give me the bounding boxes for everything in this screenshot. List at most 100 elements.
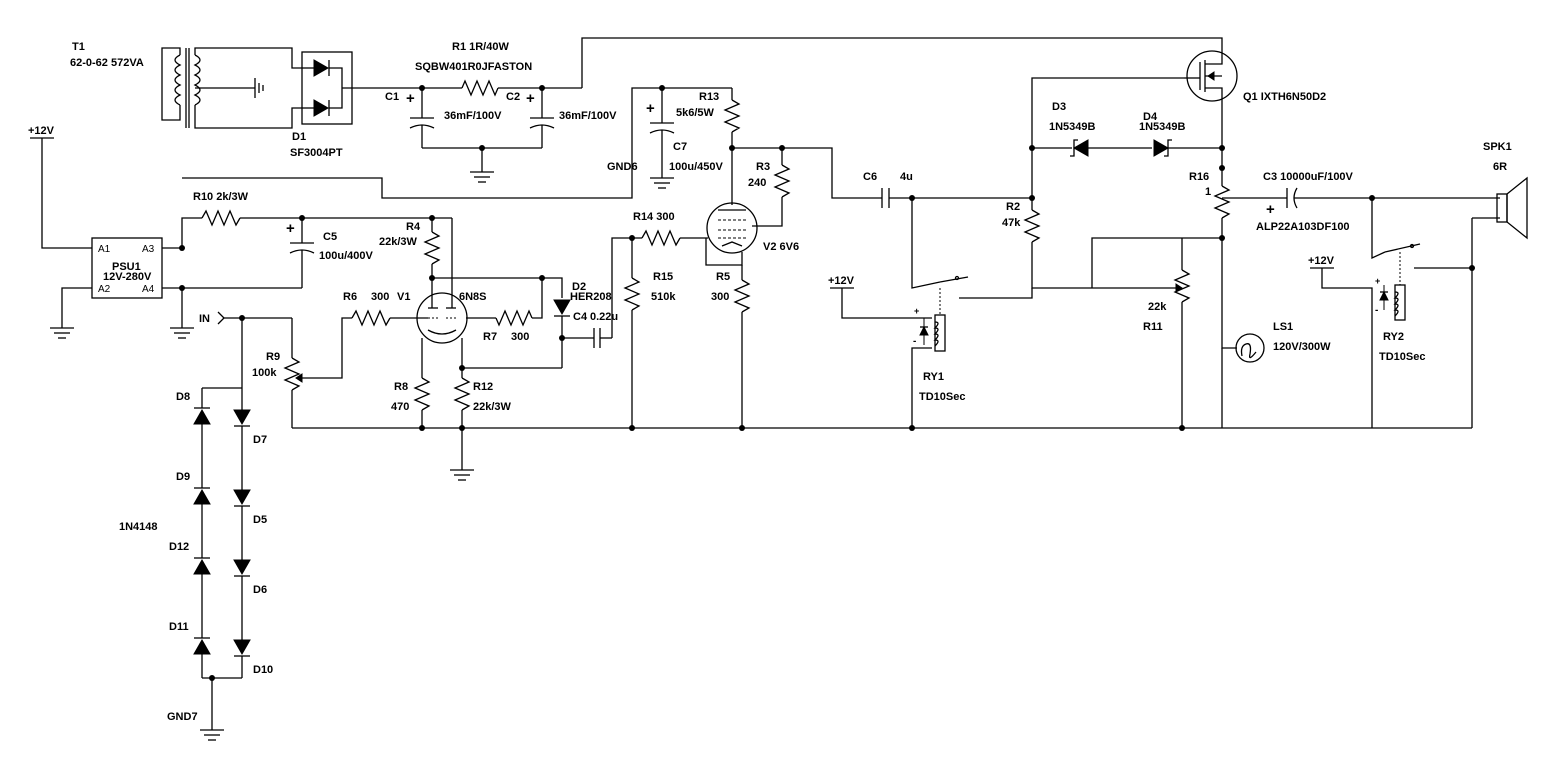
r4-ref: R4: [406, 221, 421, 233]
r7-ref: R7: [483, 331, 497, 343]
relay-ry1: [830, 287, 946, 431]
gnd7-label: GND7: [167, 711, 198, 723]
r14-label: R14 300: [633, 211, 675, 223]
ry2-ref: RY2: [1383, 331, 1404, 343]
c4-value: 0.22u: [590, 311, 618, 323]
psu1-value: 12V-280V: [103, 271, 152, 283]
c3-plus: +: [1266, 201, 1275, 218]
r9-value: 100k: [252, 367, 277, 379]
r8-r12: [413, 377, 474, 481]
psu1-ref: PSU1: [112, 261, 141, 273]
d8-ref: D8: [176, 391, 190, 403]
c7-r13: [631, 85, 785, 205]
v1-value: 6N8S: [459, 291, 487, 303]
c2-plus: +: [526, 90, 535, 107]
tube-v2: [705, 202, 758, 431]
d11-ref: D11: [169, 621, 189, 633]
q1-label: Q1 IXTH6N50D2: [1243, 91, 1326, 103]
r8-value: 470: [391, 401, 409, 413]
ry1-plus: +: [914, 306, 919, 316]
r1-label: R1 1R/40W: [452, 41, 509, 53]
ry1-value: TD10Sec: [919, 391, 965, 403]
r3-value: 240: [748, 177, 766, 189]
plus12v-label-b: +12V: [828, 275, 855, 287]
r5-ref: R5: [716, 271, 730, 283]
c1-ref: C1: [385, 91, 399, 103]
c3-label: C3 10000uF/100V: [1263, 171, 1354, 183]
r6-value: 300: [371, 291, 389, 303]
ry2-minus: -: [1375, 305, 1378, 316]
r6-ref: R6: [343, 291, 357, 303]
plus12v-label-a: +12V: [28, 125, 55, 137]
gnd6-label: GND6: [607, 161, 638, 173]
v1-ref: V1: [397, 291, 410, 303]
c1-plus: +: [406, 90, 415, 107]
d3-value: 1N5349B: [1049, 121, 1096, 133]
rectifier-d1: [301, 51, 422, 125]
d1-value: SF3004PT: [290, 147, 343, 159]
tube-v1: [390, 218, 468, 378]
r16-value: 1: [1205, 186, 1211, 198]
t1-value: 62-0-62 572VA: [70, 57, 144, 69]
c7-plus: +: [646, 100, 655, 117]
r12-ref: R12: [473, 381, 493, 393]
c2-value: 36mF/100V: [559, 110, 617, 122]
r9-ref: R9: [266, 351, 280, 363]
r3-c6: [752, 147, 1035, 299]
ls1-ref: LS1: [1273, 321, 1293, 333]
r10-label: R10 2k/3W: [193, 191, 249, 203]
r14-r15-c4: [559, 229, 708, 431]
d1-ref: D1: [292, 131, 306, 143]
r13-ref: R13: [699, 91, 719, 103]
d4-ref: D4: [1143, 111, 1158, 123]
c6-value: 4u: [900, 171, 913, 183]
labels: T1 62-0-62 572VA D1 SF3004PT R1 1R/40W S…: [28, 41, 1512, 723]
power-filter: [409, 37, 1223, 183]
input-r9-r6: [217, 309, 391, 428]
r3-ref: R3: [756, 161, 770, 173]
r12-value: 22k/3W: [473, 401, 512, 413]
spk1-value: 6R: [1493, 161, 1507, 173]
v2-label: V2 6V6: [763, 241, 799, 253]
r13-value: 5k6/5W: [676, 107, 715, 119]
ls1-value: 120V/300W: [1273, 341, 1331, 353]
r7-value: 300: [511, 331, 529, 343]
r2-r11-r16: [1023, 165, 1287, 431]
d7-ref: D7: [253, 434, 267, 446]
psu1-a4: A4: [142, 284, 155, 295]
in-label: IN: [199, 313, 210, 325]
ry2-value: TD10Sec: [1379, 351, 1425, 363]
psu1: [30, 137, 302, 339]
psu1-a1: A1: [98, 244, 111, 255]
relay-ry2: [1310, 267, 1406, 428]
d9-ref: D9: [176, 471, 190, 483]
d5-ref: D5: [253, 514, 267, 526]
d4-value: 1N5349B: [1139, 121, 1186, 133]
r2-value: 47k: [1002, 217, 1021, 229]
c6-ref: C6: [863, 171, 877, 183]
ladder-value: 1N4148: [119, 521, 158, 533]
r2-ref: R2: [1006, 201, 1020, 213]
psu1-a2: A2: [98, 284, 111, 295]
d10-ref: D10: [253, 664, 273, 676]
ry1-ref: RY1: [923, 371, 944, 383]
d3-ref: D3: [1052, 101, 1066, 113]
mosfet-q1: [1031, 50, 1238, 148]
c2-ref: C2: [506, 91, 520, 103]
r15-ref: R15: [653, 271, 673, 283]
plus12v-label-c: +12V: [1308, 255, 1335, 267]
ry1-minus: -: [913, 336, 916, 347]
c3-speaker: [1286, 176, 1528, 428]
r15-value: 510k: [651, 291, 676, 303]
r11-ref: R11: [1143, 321, 1163, 333]
spk1-ref: SPK1: [1483, 141, 1512, 153]
r8-ref: R8: [394, 381, 408, 393]
d6-ref: D6: [253, 584, 267, 596]
lamp-ls1: [1221, 332, 1265, 428]
diode-ladder: [193, 387, 251, 741]
d12-ref: D12: [169, 541, 189, 553]
c7-value: 100u/450V: [669, 161, 723, 173]
r4-r10-c5: [181, 172, 633, 288]
d2-value: HER208: [570, 291, 612, 303]
c5-ref: C5: [323, 231, 337, 243]
